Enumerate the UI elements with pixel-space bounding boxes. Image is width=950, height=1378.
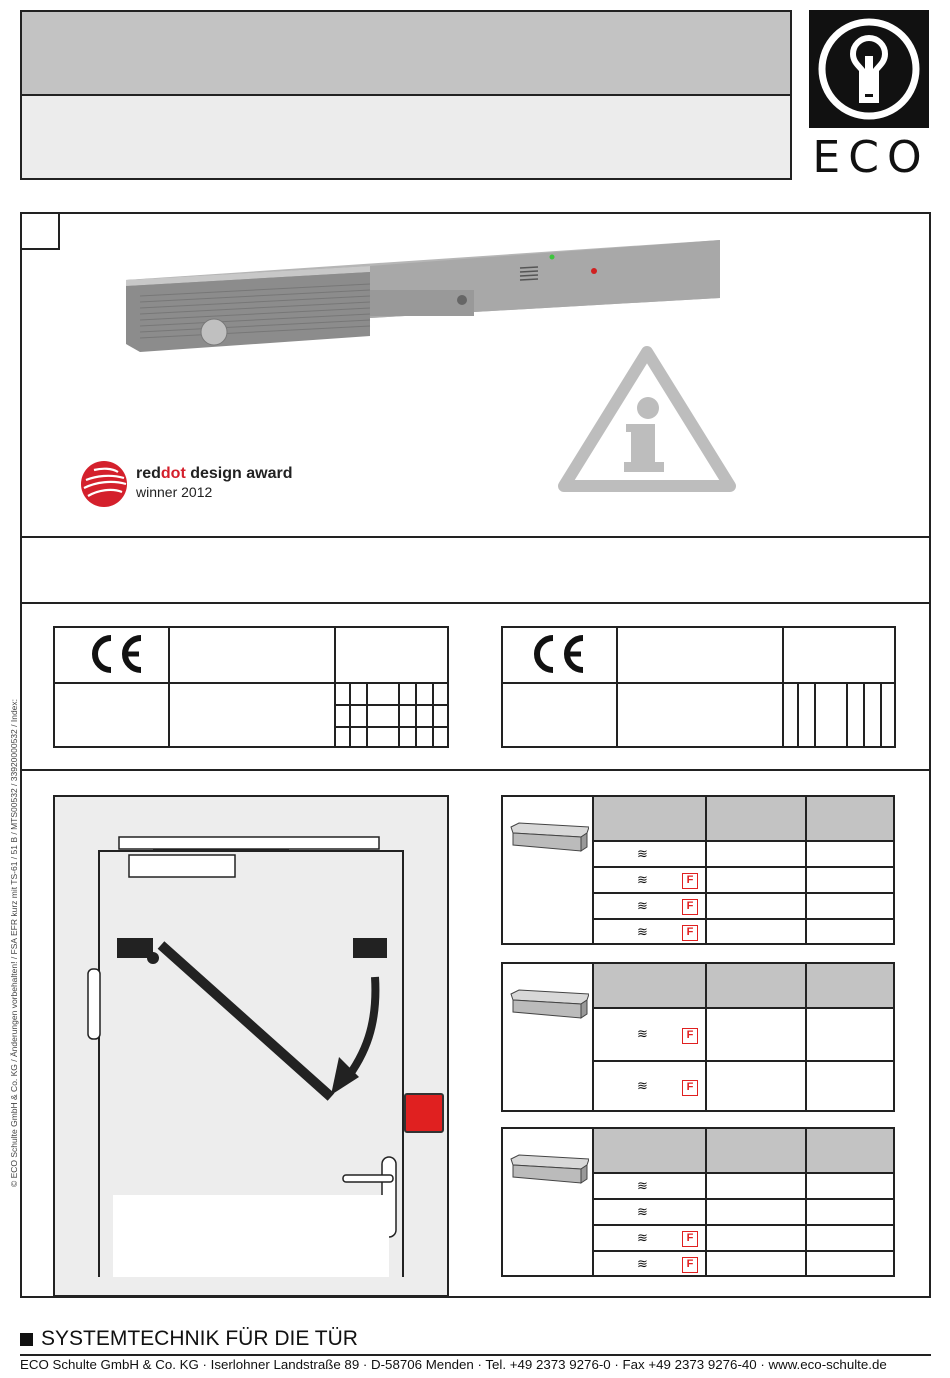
spring-icon: ≋: [637, 1230, 648, 1245]
award-brand-dot: dot: [160, 465, 186, 482]
ce-block-right: [501, 626, 896, 748]
spec-table-3: ≋ ≋ ≋ ≋ F F: [501, 1127, 895, 1277]
spring-icon: ≋: [637, 846, 648, 861]
spring-icon: ≋: [637, 1026, 648, 1041]
award-brand-red: red: [136, 465, 161, 482]
footer-address: ECO Schulte GmbH & Co. KG · Iserlohner L…: [20, 1357, 887, 1372]
door-diagram: [87, 836, 404, 1277]
fire-door-badge: F: [682, 899, 698, 915]
copyright-sidebar: © ECO Schulte GmbH & Co. KG / Änderungen…: [9, 698, 19, 1188]
spring-icon: ≋: [637, 1178, 648, 1193]
spring-icon: ≋: [637, 898, 648, 913]
footer-tagline-text: SYSTEMTECHNIK FÜR DIE TÜR: [41, 1327, 358, 1350]
main-frame: [20, 212, 931, 1298]
spring-icon: ≋: [637, 924, 648, 939]
logo-wordmark: ECO: [812, 132, 930, 183]
door-closer-thumbnail-icon: [510, 989, 589, 1019]
header-subtitle-bar: [20, 94, 792, 180]
spec-table-1: ≋ ≋ ≋ ≋ F F F: [501, 795, 895, 945]
section-divider: [20, 602, 931, 604]
bullet-square-icon: [20, 1332, 33, 1346]
ce-mark-icon: [534, 635, 584, 673]
fire-door-badge: F: [682, 925, 698, 941]
spec-table-2: ≋ ≋ F F: [501, 962, 895, 1112]
info-warning-icon: [558, 346, 736, 492]
spring-icon: ≋: [637, 1078, 648, 1093]
fire-door-badge: F: [682, 1028, 698, 1044]
footer-tagline: SYSTEMTECHNIK FÜR DIE TÜR: [20, 1327, 358, 1351]
award-title: reddot design award: [136, 465, 292, 483]
lock-cylinder-icon: [818, 18, 920, 120]
fire-door-badge: F: [682, 1231, 698, 1247]
door-closer-thumbnail-icon: [510, 1154, 589, 1184]
award-year: winner 2012: [136, 484, 213, 500]
award-brand-rest: design award: [185, 465, 293, 482]
spring-icon: ≋: [637, 872, 648, 887]
alarm-red-square: [404, 1093, 444, 1133]
section-divider: [20, 536, 931, 538]
fire-door-badge: F: [682, 873, 698, 889]
ce-block-left: [53, 626, 449, 748]
index-box: [20, 212, 60, 250]
footer-rule: [20, 1354, 931, 1356]
door-closer-product-image: [126, 240, 720, 352]
header-title-bar: [20, 10, 792, 96]
spring-icon: ≋: [637, 1204, 648, 1219]
ce-mark-icon: [92, 635, 142, 673]
fire-door-badge: F: [682, 1080, 698, 1096]
door-closer-thumbnail-icon: [510, 822, 589, 852]
reddot-award-icon: [81, 461, 127, 507]
spring-icon: ≋: [637, 1256, 648, 1271]
section-divider: [20, 769, 931, 771]
eco-logo: [809, 10, 929, 128]
fire-door-badge: F: [682, 1257, 698, 1273]
